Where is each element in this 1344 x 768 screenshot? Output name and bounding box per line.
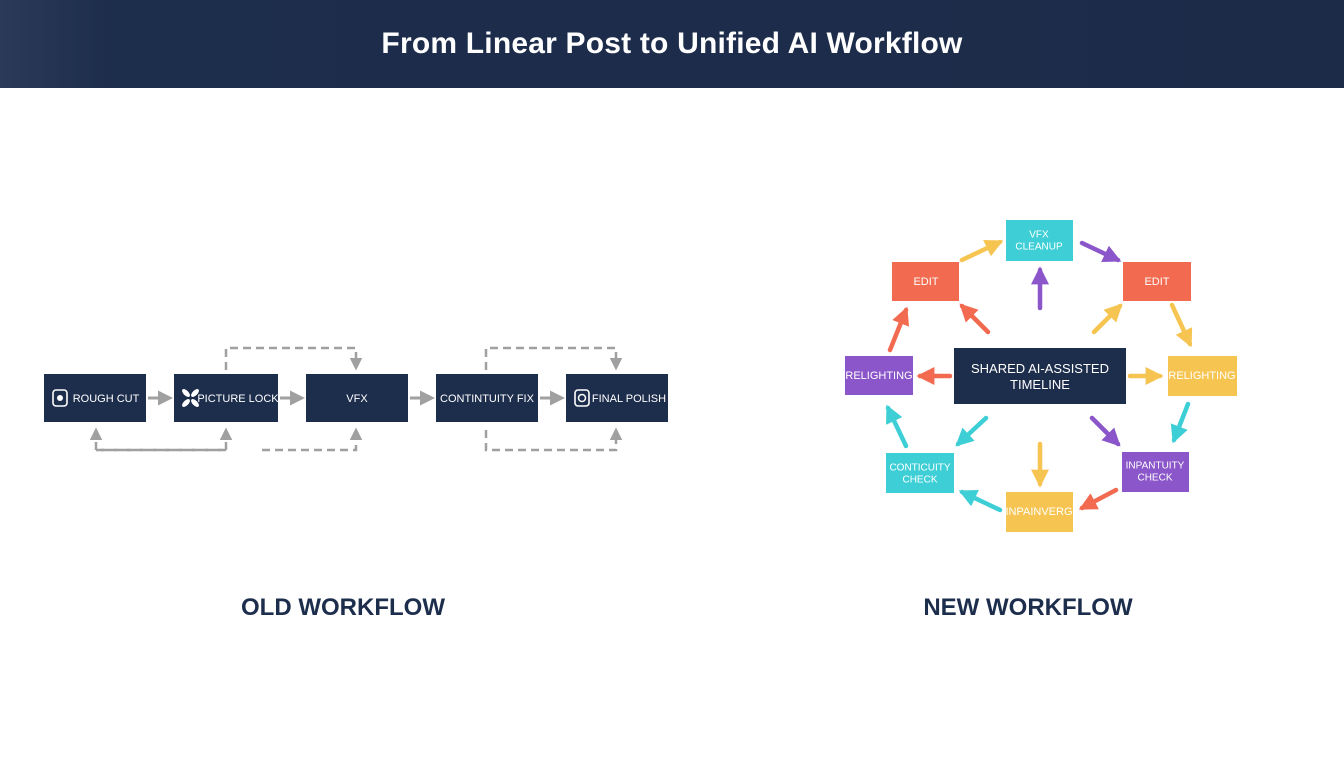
old-step-picture-lock: PICTURE LOCK [174,374,279,422]
new-workflow-label: NEW WORKFLOW [923,594,1133,621]
node-conticuity-check: CONTICUITY CHECK [886,453,954,493]
timeline-label-line1: SHARED AI-ASSISTED [971,361,1109,376]
spoke-arrow [959,303,991,335]
node-label-line2: CHECK [902,475,937,486]
old-workflow-label: OLD WORKFLOW [241,594,445,621]
node-inpainverg: INPAINVERG [1005,492,1073,532]
ring-arrow [959,239,1004,263]
step-label: PICTURE LOCK [197,393,279,405]
ring-arrow [1078,487,1119,511]
spoke-arrow [955,415,989,447]
node-relighting-right: RELIGHTING [1168,356,1237,396]
node-vfx-cleanup: VFX CLEANUP [1006,220,1073,261]
timeline-label-line2: TIMELINE [1010,377,1070,392]
feedback-arrow [224,346,363,371]
node-label-line1: EDIT [1144,276,1169,288]
new-arrows [885,239,1193,513]
node-label-line1: VFX [1029,230,1049,241]
header-bar: From Linear Post to Unified AI Workflow [0,0,1344,88]
node-label-line1: INPAINVERG [1005,506,1072,518]
node-edit-left: EDIT [892,262,959,301]
node-relighting-left: RELIGHTING [845,356,913,395]
camera-icon [574,389,590,407]
node-label-line1: RELIGHTING [1168,370,1235,382]
node-label-line1: INPANTUITY [1126,461,1185,472]
shared-timeline-box: SHARED AI-ASSISTED TIMELINE [954,348,1126,404]
ring-arrow [958,489,1003,513]
fan-icon [182,389,199,407]
node-label-line1: RELIGHTING [845,370,912,382]
node-edit-right: EDIT [1123,262,1191,301]
node-inpantuity-check: INPANTUITY CHECK [1122,452,1189,492]
step-label: CONTINTUITY FIX [440,393,535,405]
feedback-arrow [484,427,623,452]
old-workflow: ROUGH CUT PICTURE LOCK VFX CONTINTUITY F… [44,346,668,621]
film-reel-icon [52,389,68,407]
new-workflow: SHARED AI-ASSISTED TIMELINE VFX CLEANUP … [845,220,1237,621]
spoke-arrow [1091,303,1123,335]
ring-arrow [1079,240,1122,263]
old-step-vfx: VFX [306,374,408,422]
spoke-arrow [1089,415,1121,447]
page-title: From Linear Post to Unified AI Workflow [381,27,963,60]
old-step-continuity-fix: CONTINTUITY FIX [436,374,538,422]
old-feedback-arrows [89,346,623,452]
feedback-arrow [484,346,623,371]
old-step-final-polish: FINAL POLISH [566,374,668,422]
node-label-line2: CHECK [1137,473,1172,484]
ring-arrow [1169,302,1193,348]
step-label: VFX [346,393,368,405]
ring-arrow [1170,401,1191,444]
old-step-rough-cut: ROUGH CUT [44,374,146,422]
workflow-diagram: ROUGH CUT PICTURE LOCK VFX CONTINTUITY F… [44,220,1237,621]
node-label-line1: CONTICUITY [889,463,950,474]
feedback-arrow [262,427,363,452]
feedback-arrow [89,427,226,452]
ring-arrow [885,404,909,449]
node-label-line1: EDIT [913,276,938,288]
feedback-arrow [96,427,233,452]
node-label-line2: CLEANUP [1015,242,1063,253]
ring-arrow [887,306,910,353]
step-label: FINAL POLISH [592,393,666,405]
step-label: ROUGH CUT [73,393,140,405]
